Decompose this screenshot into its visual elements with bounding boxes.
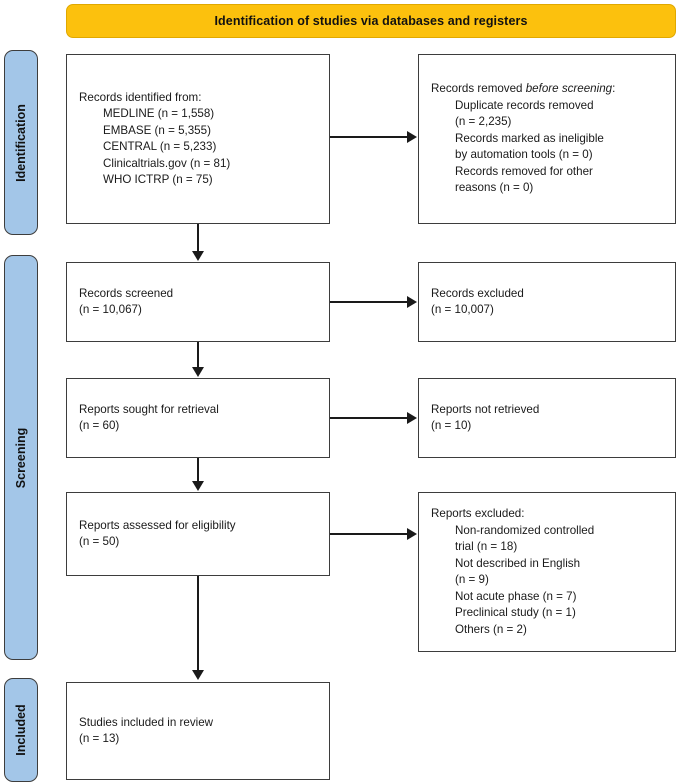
arrowhead-screened-to-excluded	[407, 296, 417, 308]
box-records-removed-before-screening: Records removed before screening: Duplic…	[418, 54, 676, 224]
arrowhead-identified-to-screened	[192, 251, 204, 261]
connector-screened-to-excluded	[330, 301, 408, 303]
box-records-excluded: Records excluded (n = 10,007)	[418, 262, 676, 342]
records-screened-label: Records screened	[79, 286, 174, 300]
records-removed-item: Records marked as ineligible	[455, 131, 604, 145]
records-removed-item: Duplicate records removed	[455, 98, 594, 112]
reports-excluded-heading: Reports excluded:	[431, 507, 525, 520]
records-excluded-label: Records excluded	[431, 286, 524, 300]
banner-title: Identification of studies via databases …	[214, 14, 528, 28]
reports-excluded-item: Not described in English	[455, 556, 581, 570]
box-studies-included-in-review: Studies included in review (n = 13)	[66, 682, 330, 780]
records-removed-heading-post: :	[612, 82, 616, 96]
records-identified-item: WHO ICTRP (n = 75)	[103, 173, 213, 186]
box-reports-sought-for-retrieval: Reports sought for retrieval (n = 60)	[66, 378, 330, 458]
reports-excluded-item: trial (n = 18)	[455, 540, 518, 553]
records-screened-count: (n = 10,067)	[79, 303, 142, 316]
records-identified-item: CENTRAL (n = 5,233)	[103, 140, 217, 153]
stage-label-screening: Screening	[4, 255, 38, 660]
records-removed-heading: Records removed before screening:	[431, 81, 663, 98]
arrowhead-identified-to-removed	[407, 131, 417, 143]
stage-label-included: Included	[4, 678, 38, 782]
reports-sought-label: Reports sought for retrieval	[79, 402, 219, 416]
connector-assessed-to-included	[197, 576, 199, 671]
box-reports-assessed-for-eligibility: Reports assessed for eligibility (n = 50…	[66, 492, 330, 576]
reports-assessed-count: (n = 50)	[79, 535, 120, 548]
stage-label-identification-text: Identification	[14, 103, 28, 182]
connector-identified-to-screened	[197, 224, 199, 252]
reports-not-retrieved-count: (n = 10)	[431, 419, 472, 432]
connector-sought-to-assessed	[197, 458, 199, 483]
records-identified-item: MEDLINE (n = 1,558)	[103, 107, 215, 120]
records-removed-item: by automation tools (n = 0)	[455, 148, 593, 162]
stage-label-screening-text: Screening	[14, 427, 28, 488]
reports-excluded-item: Non-randomized controlled	[455, 523, 595, 537]
studies-included-count: (n = 13)	[79, 732, 120, 745]
arrowhead-sought-to-not-retrieved	[407, 412, 417, 424]
reports-excluded-item: Others (n = 2)	[455, 622, 527, 636]
records-identified-item: Clinicaltrials.gov (n = 81)	[103, 156, 231, 170]
records-excluded-count: (n = 10,007)	[431, 303, 494, 316]
reports-excluded-item: Not acute phase (n = 7)	[455, 589, 577, 603]
stage-label-included-text: Included	[14, 704, 28, 756]
arrowhead-assessed-to-reports-excluded	[407, 528, 417, 540]
studies-included-label: Studies included in review	[79, 715, 214, 729]
records-identified-item: EMBASE (n = 5,355)	[103, 123, 211, 137]
records-removed-heading-pre: Records removed	[431, 82, 526, 96]
box-reports-not-retrieved: Reports not retrieved (n = 10)	[418, 378, 676, 458]
box-records-screened: Records screened (n = 10,067)	[66, 262, 330, 342]
banner-identification-heading: Identification of studies via databases …	[66, 4, 676, 38]
arrowhead-sought-to-assessed	[192, 481, 204, 491]
reports-assessed-label: Reports assessed for eligibility	[79, 518, 236, 532]
connector-screened-to-sought	[197, 342, 199, 368]
arrowhead-screened-to-sought	[192, 367, 204, 377]
connector-identified-to-removed	[330, 136, 408, 138]
records-removed-item: Records removed for other	[455, 164, 593, 178]
box-records-identified: Records identified from: MEDLINE (n = 1,…	[66, 54, 330, 224]
records-removed-item: reasons (n = 0)	[455, 181, 534, 195]
reports-excluded-item: Preclinical study (n = 1)	[455, 606, 576, 619]
reports-not-retrieved-label: Reports not retrieved	[431, 402, 540, 416]
connector-sought-to-not-retrieved	[330, 417, 408, 419]
records-removed-item: (n = 2,235)	[455, 115, 512, 129]
box-reports-excluded: Reports excluded: Non-randomized control…	[418, 492, 676, 652]
records-identified-heading: Records identified from:	[79, 90, 202, 104]
reports-sought-count: (n = 60)	[79, 419, 120, 432]
connector-assessed-to-reports-excluded	[330, 533, 408, 535]
stage-label-identification: Identification	[4, 50, 38, 235]
reports-excluded-item: (n = 9)	[455, 573, 489, 586]
arrowhead-assessed-to-included	[192, 670, 204, 680]
records-removed-heading-emphasis: before screening	[525, 82, 613, 96]
